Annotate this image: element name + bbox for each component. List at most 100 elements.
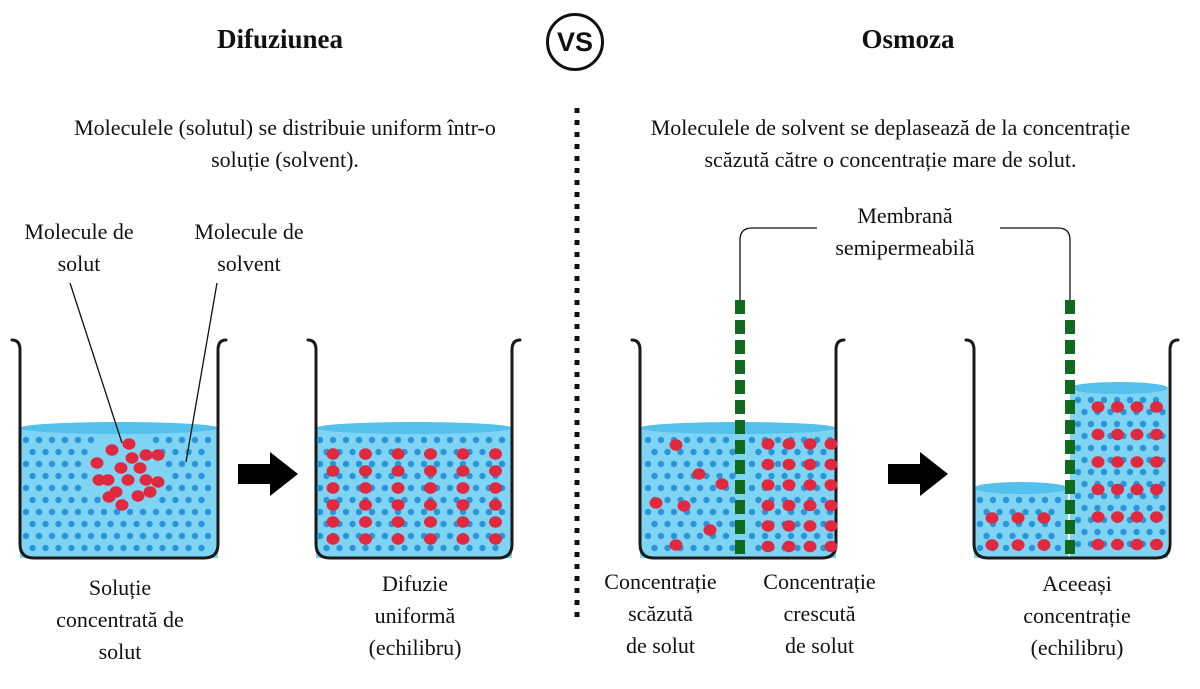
solvent-molecule [165,436,173,444]
solute-molecule [1150,401,1163,413]
solvent-molecule [722,460,730,468]
solvent-molecule [342,436,350,444]
solvent-molecule [1081,528,1088,536]
solvent-molecule [35,484,43,492]
membrane-segment [1065,300,1075,314]
solvent-molecule [716,496,723,504]
osmosis-description: Moleculele de solvent se deplasează de l… [583,112,1198,176]
solvent-molecule [355,436,363,444]
process-arrow-osmosis [888,452,948,496]
solvent-molecule [716,520,723,528]
solute-molecule [761,540,775,553]
solvent-molecule [1100,444,1108,452]
solvent-molecule [316,532,324,540]
solvent-molecule [729,472,736,480]
solvent-molecule [677,448,684,456]
solvent-molecule [81,544,88,552]
solvent-molecule [355,508,363,516]
solvent-molecule [42,448,49,456]
solute-molecule [824,520,838,532]
solvent-molecule [703,448,710,456]
solvent-molecule [407,508,415,516]
membrane-segment [735,460,745,474]
solute-molecule [326,533,340,545]
solute-molecule [824,540,838,553]
solvent-molecule [87,436,95,444]
solvent-molecule [191,508,199,516]
solvent-molecule [107,544,114,552]
solvent-molecule [1035,532,1042,540]
solvent-molecule [813,508,821,516]
solvent-molecule [61,436,69,444]
solute-molecule [456,516,470,528]
solvent-molecule [178,436,186,444]
solvent-molecule [316,460,324,468]
solvent-molecule [152,508,160,516]
solvent-leader-line [185,282,218,463]
solvent-molecule [479,472,486,480]
solvent-molecule [1139,420,1147,428]
solvent-molecule [433,460,441,468]
solvent-molecule [94,496,101,504]
solute-molecule [121,474,135,486]
solvent-molecule [159,496,166,504]
solvent-molecule [498,508,506,516]
solute-molecule [761,520,775,532]
solute-molecule [761,499,775,512]
solvent-molecule [644,460,652,468]
solvent-molecules-label: Molecule de solvent [194,219,304,276]
solvent-molecule [342,508,350,516]
solvent-molecule [683,460,691,468]
solvent-molecule [172,448,179,456]
solute-molecule [782,438,796,450]
solvent-molecule [420,436,428,444]
solute-molecule [1091,538,1105,551]
solute-molecule [90,457,104,469]
solvent-molecule [61,484,69,492]
solvent-molecule [472,508,480,516]
solvent-molecule [479,520,486,528]
solvent-molecule [440,496,447,504]
solvent-molecule [48,436,56,444]
solvent-molecule [22,508,30,516]
solvent-molecule [826,532,834,540]
solvent-molecule [1028,496,1036,504]
beaker4-water-left-surface [974,482,1068,494]
solvent-molecule [1152,420,1160,428]
solute-leader-line [69,282,123,444]
solvent-molecule [414,448,421,456]
solute-molecule [133,462,147,474]
solvent-molecule [1087,396,1095,404]
solvent-molecule [1146,528,1153,536]
solvent-molecule [729,520,736,528]
solute-molecule [824,438,838,450]
solute-molecule [669,539,683,551]
solvent-molecule [996,508,1003,516]
solvent-molecule [349,496,356,504]
solvent-molecule [204,460,212,468]
solvent-molecule [1087,468,1095,476]
solvent-molecule [1139,396,1147,404]
solute-molecule [424,533,437,545]
solvent-molecule [198,544,205,552]
membrane-segment [1065,540,1075,554]
solvent-molecule [68,472,75,480]
solvent-molecule [709,436,717,444]
solvent-molecule [120,520,127,528]
membrane-label: Membrană semipermeabilă [835,203,975,260]
solvent-molecule [1054,520,1062,528]
solvent-molecule [178,484,186,492]
solvent-molecule [22,532,30,540]
solvent-molecule [29,448,36,456]
solvent-molecule [1074,516,1082,524]
solvent-molecule [1094,504,1101,512]
solvent-molecule [172,544,179,552]
solute-molecule [1111,401,1124,413]
solvent-molecule [94,544,101,552]
solvent-molecule [139,508,147,516]
solvent-molecule [696,436,704,444]
membrane-leader-left [739,227,817,300]
solute-molecule [824,479,838,491]
solvent-molecule [42,544,49,552]
solute-molecule [1091,456,1105,468]
